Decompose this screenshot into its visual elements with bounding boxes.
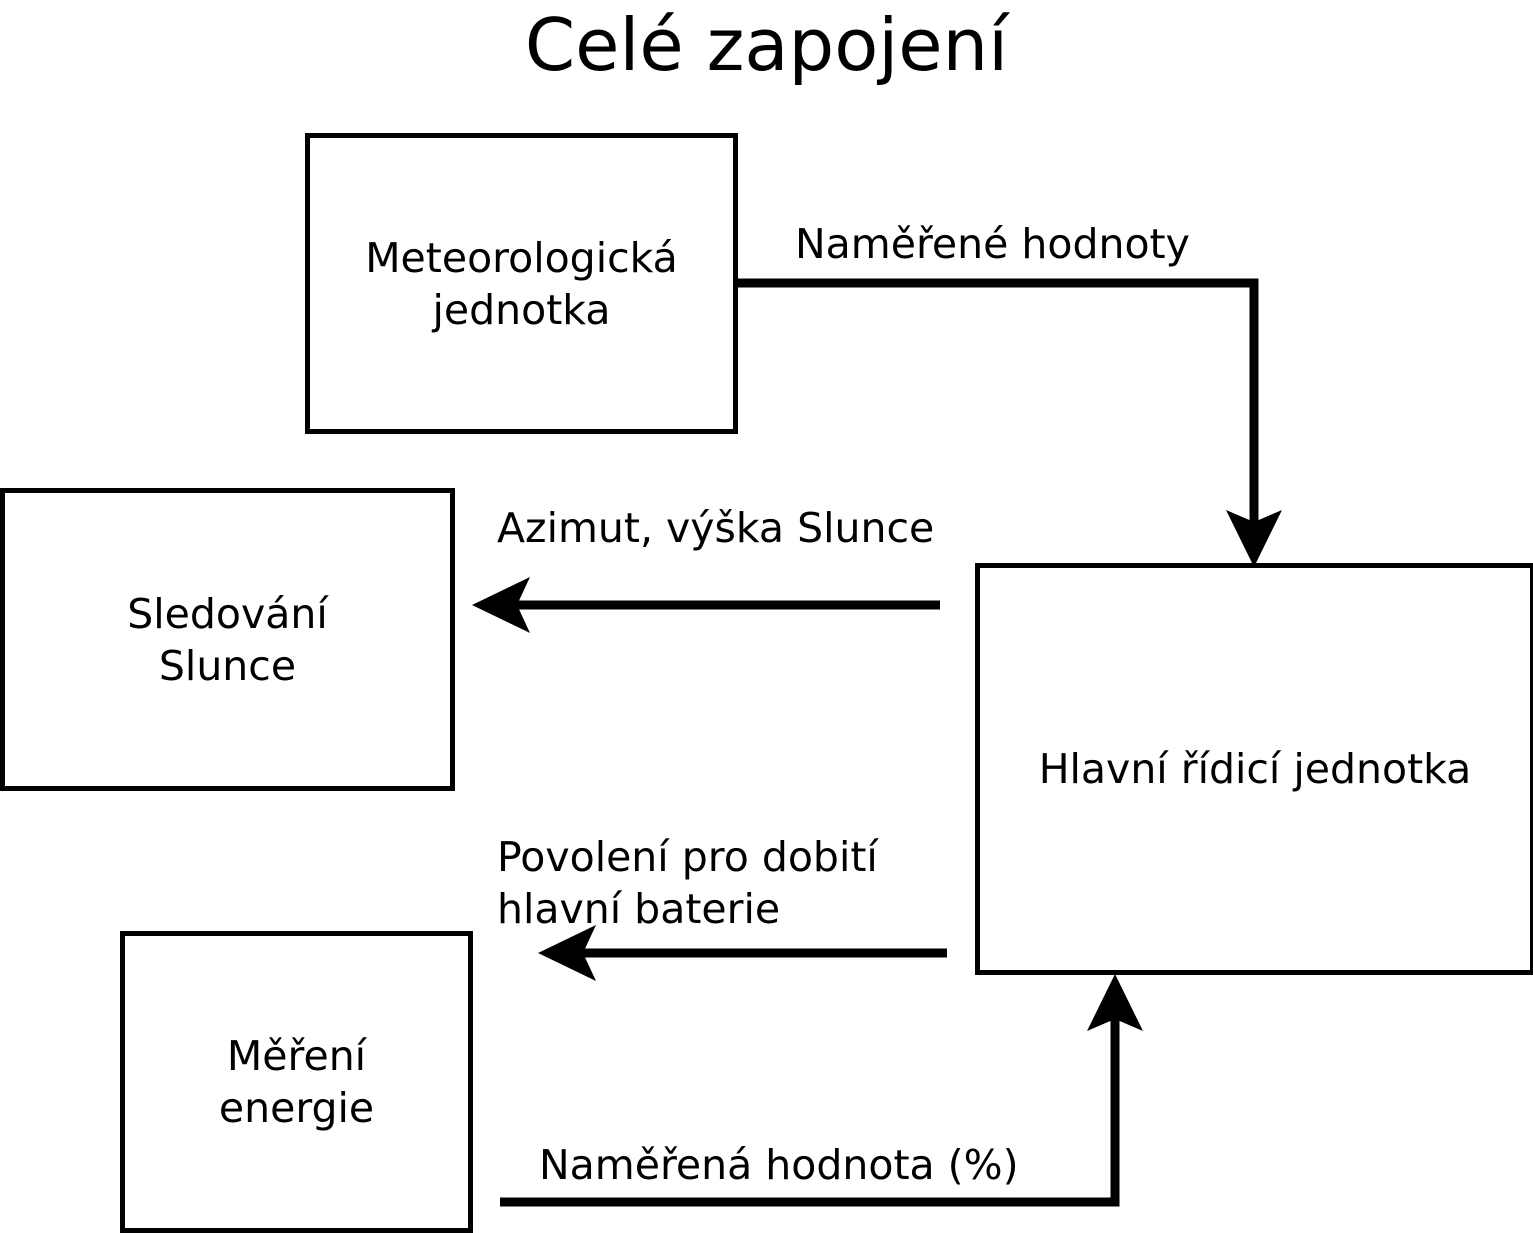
node-label: Meteorologická jednotka xyxy=(365,233,678,334)
node-meteorologicka-jednotka[interactable]: Meteorologická jednotka xyxy=(305,133,738,434)
edge-measured-values xyxy=(733,278,1282,567)
edge-label-measured-values: Naměřené hodnoty xyxy=(795,220,1190,268)
node-hlavni-ridici-jednotka[interactable]: Hlavní řídicí jednotka xyxy=(975,563,1533,975)
edge-label-measured-percent: Naměřená hodnota (%) xyxy=(539,1141,1019,1189)
page-title: Celé zapojení xyxy=(524,3,1009,87)
edge-label-azimuth: Azimut, výška Slunce xyxy=(497,504,935,552)
node-mereni-energie[interactable]: Měření energie xyxy=(120,931,473,1233)
edge-azimuth xyxy=(472,577,940,633)
node-label: Sledování Slunce xyxy=(127,589,328,690)
node-sledovani-slunce[interactable]: Sledování Slunce xyxy=(0,488,455,791)
node-label: Hlavní řídicí jednotka xyxy=(1038,745,1472,793)
node-label: Měření energie xyxy=(218,1032,375,1132)
edge-charge-permission xyxy=(538,925,947,981)
edge-measured-percent xyxy=(500,974,1143,1207)
edge-label-charge-permission: Povolení pro dobití hlavní baterie xyxy=(497,833,878,933)
